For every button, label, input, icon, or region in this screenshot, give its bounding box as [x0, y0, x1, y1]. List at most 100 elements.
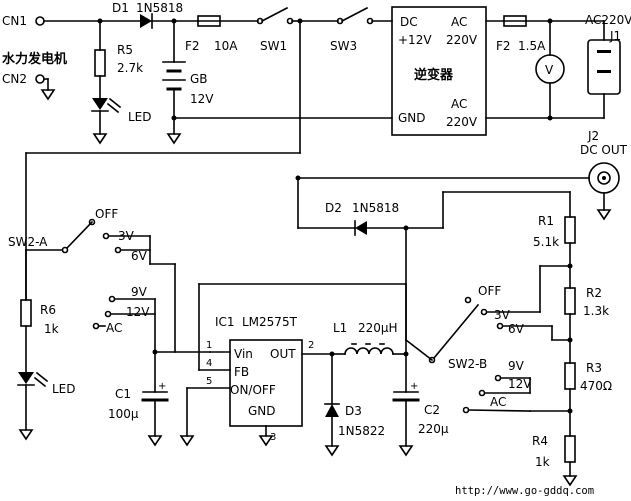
gb-value: 12V	[190, 92, 214, 106]
r4-label: R4	[532, 434, 548, 448]
swa-label: SW2-A	[8, 235, 48, 249]
r5-value: 2.7k	[117, 61, 143, 75]
led-bottom-icon	[18, 372, 34, 384]
ground-icon	[324, 445, 340, 457]
swa-12v: 12V	[126, 305, 150, 319]
swb-12v: 12V	[508, 377, 532, 391]
inverter-220v-top: 220V	[446, 33, 478, 47]
l1-label: L1	[333, 321, 347, 335]
sw1-label: SW1	[260, 39, 287, 53]
switch-sw2-b: OFF 3V 6V SW2-B 9V 12V AC	[404, 227, 571, 414]
d3-diode: D3 1N5822	[324, 353, 385, 457]
ground-icon	[258, 435, 274, 447]
inverter-220v-bottom: 220V	[446, 115, 478, 129]
fuse-1-5a: F2 1.5A	[496, 15, 605, 53]
ic1-label: IC1	[215, 315, 235, 329]
pin2: 2	[308, 340, 314, 351]
r5-led-branch: R5 2.7k LED	[91, 18, 152, 145]
r2-value: 1.3k	[583, 304, 609, 318]
meter-label: V	[545, 63, 554, 77]
pin3: 3	[270, 432, 276, 443]
j2-label: J2	[587, 129, 599, 143]
inverter-dc: DC	[400, 15, 418, 29]
led-bottom-label: LED	[52, 382, 76, 396]
d2-diode-icon	[355, 221, 367, 235]
ground-icon	[562, 475, 578, 487]
ic1-regulator: IC1 LM2575T Vin FB ON/OFF GND OUT 1 4 5 …	[179, 283, 407, 447]
capacitor-c2: + C2 220μ	[392, 381, 449, 457]
f2b-value: 1.5A	[518, 39, 546, 53]
svg-text:+: +	[158, 381, 166, 392]
inverter-ac-bottom: AC	[451, 97, 467, 111]
r6-led-branch: R6 1k LED	[17, 299, 76, 441]
ground-icon	[92, 133, 108, 145]
swa-off: OFF	[95, 207, 118, 221]
d1-diode-icon	[140, 14, 152, 28]
ic1-vin: Vin	[234, 347, 253, 361]
inverter-12v: +12V	[398, 33, 432, 47]
dcout-label: DC OUT	[580, 143, 628, 157]
r5-resistor	[94, 49, 106, 77]
voltmeter: V	[535, 18, 565, 121]
inverter-gnd: GND	[398, 111, 426, 125]
inverter-ac-top: AC	[451, 15, 467, 29]
r3-label: R3	[586, 361, 602, 375]
pin5: 5	[206, 376, 212, 387]
cn1-label: CN1	[2, 14, 27, 28]
swb-ac: AC	[490, 395, 506, 409]
ic1-out: OUT	[270, 347, 296, 361]
d3-part: 1N5822	[338, 424, 385, 438]
r6-resistor	[20, 299, 32, 327]
r5-label: R5	[117, 43, 133, 57]
r3-resistor	[564, 362, 576, 390]
switch-sw1: SW1	[25, 6, 339, 301]
switch-sw3: SW3	[330, 6, 393, 53]
switch-sw2-a: SW2-A OFF 3V 6V 9V 12V AC	[8, 207, 176, 353]
r4-value: 1k	[535, 455, 550, 469]
c2-label: C2	[424, 403, 440, 417]
ic1-part: LM2575T	[242, 315, 298, 329]
f2a-label: F2	[185, 39, 200, 53]
socket-icon	[587, 39, 621, 95]
inverter-box: DC +12V AC 220V 逆变器 AC 220V GND	[173, 6, 605, 136]
capacitor-c1: + C1 100μ	[108, 263, 211, 447]
ic1-gnd: GND	[248, 404, 276, 418]
cn2-label: CN2	[2, 72, 27, 86]
gb-label: GB	[190, 72, 208, 86]
d2-label: D2	[325, 201, 342, 215]
ground-icon	[398, 445, 414, 457]
d2-diode: D2 1N5818	[297, 177, 571, 236]
r1-value: 5.1k	[533, 235, 559, 249]
swb-label: SW2-B	[448, 357, 487, 371]
r1-label: R1	[538, 214, 554, 228]
r6-label: R6	[40, 303, 56, 317]
swa-9v: 9V	[131, 285, 148, 299]
d1-label: D1	[112, 1, 129, 15]
pin1: 1	[206, 340, 212, 351]
swb-9v: 9V	[508, 359, 525, 373]
battery-gb: GB 12V	[162, 18, 214, 145]
r3-value: 470Ω	[580, 379, 612, 393]
led-top-label: LED	[128, 110, 152, 124]
swa-6v: 6V	[131, 249, 148, 263]
swb-off: OFF	[478, 284, 501, 298]
swb-3v: 3V	[494, 308, 511, 322]
inductor-icon	[344, 347, 394, 355]
fuse-10a: F2 10A	[185, 15, 259, 53]
led-top-icon	[92, 98, 108, 110]
generator-label: 水力发电机	[2, 51, 67, 67]
d3-diode-icon	[325, 404, 339, 417]
ic1-fb: FB	[234, 365, 249, 379]
swa-ac: AC	[106, 321, 122, 335]
f2a-value: 10A	[214, 39, 238, 53]
l1-value: 220μH	[358, 321, 398, 335]
ac220-label: AC220V	[585, 13, 631, 27]
swb-6v: 6V	[508, 322, 525, 336]
ground-icon	[596, 209, 612, 221]
r4-resistor	[564, 435, 576, 463]
ground-icon	[40, 89, 56, 101]
ground-icon	[147, 435, 163, 447]
r2-label: R2	[586, 286, 602, 300]
d1-diode: D1 1N5818	[112, 1, 199, 29]
